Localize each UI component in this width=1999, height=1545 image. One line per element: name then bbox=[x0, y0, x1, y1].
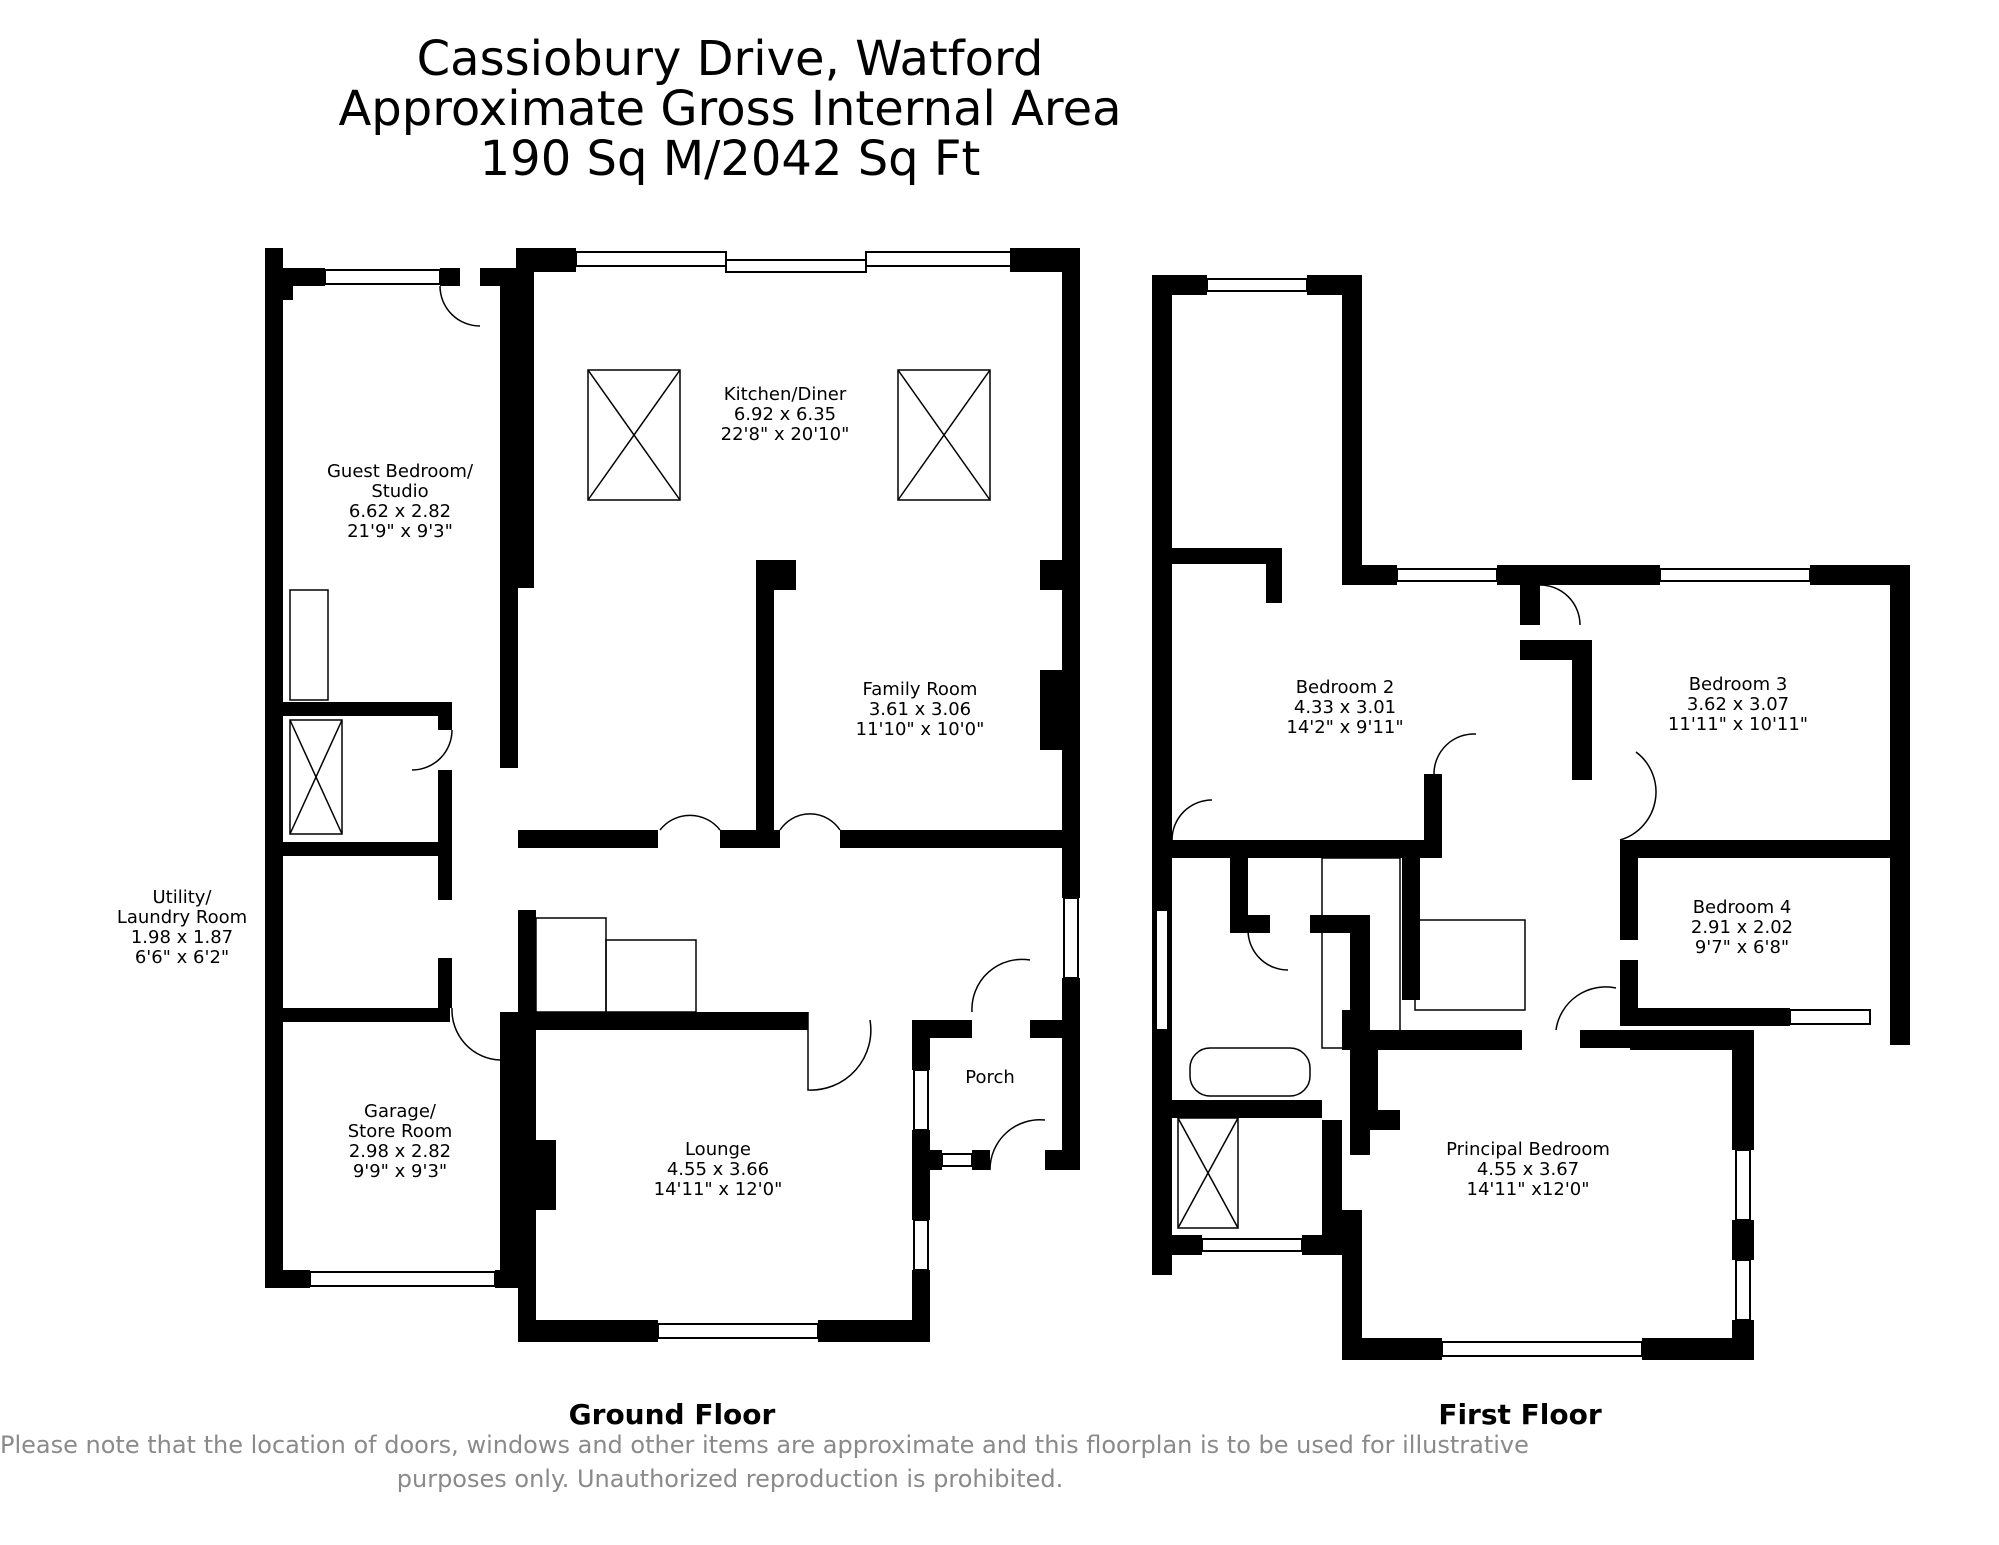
room-label-guest-bedroom: Guest Bedroom/ Studio 6.62 x 2.82 21'9" … bbox=[327, 462, 473, 542]
floor-label-ground: Ground Floor bbox=[568, 1398, 776, 1431]
room-dimensions-metric: 6.62 x 2.82 bbox=[348, 501, 452, 522]
room-name: Garage/ bbox=[364, 1101, 436, 1122]
room-name: Laundry Room bbox=[116, 907, 248, 928]
room-name: Principal Bedroom bbox=[1446, 1139, 1610, 1160]
room-label-bedroom-3: Bedroom 3 3.62 x 3.07 11'11" x 10'11" bbox=[1668, 675, 1808, 735]
room-dimensions-metric: 4.55 x 3.67 bbox=[1476, 1159, 1580, 1180]
room-label-kitchen-diner: Kitchen/Diner 6.92 x 6.35 22'8" x 20'10" bbox=[721, 385, 850, 445]
room-label-principal-bedroom: Principal Bedroom 4.55 x 3.67 14'11" x12… bbox=[1446, 1140, 1610, 1200]
disclaimer-line-2: purposes only. Unauthorized reproduction… bbox=[396, 1465, 1064, 1493]
room-dimensions-imperial: 14'11" x 12'0" bbox=[653, 1179, 783, 1200]
plan-title: Cassiobury Drive, Watford Approximate Gr… bbox=[0, 34, 1460, 184]
room-label-lounge: Lounge 4.55 x 3.66 14'11" x 12'0" bbox=[654, 1140, 783, 1200]
floor-label-first: First Floor bbox=[1438, 1398, 1602, 1431]
room-dimensions-imperial: 14'2" x 9'11" bbox=[1286, 717, 1404, 738]
room-label-bedroom-2: Bedroom 2 4.33 x 3.01 14'2" x 9'11" bbox=[1286, 678, 1403, 738]
room-name: Lounge bbox=[684, 1139, 752, 1160]
room-name: Bedroom 4 bbox=[1692, 897, 1792, 918]
room-label-garage: Garage/ Store Room 2.98 x 2.82 9'9" x 9'… bbox=[348, 1102, 453, 1182]
room-label-family-room: Family Room 3.61 x 3.06 11'10" x 10'0" bbox=[856, 680, 985, 740]
title-address: Cassiobury Drive, Watford bbox=[416, 31, 1044, 87]
room-label-bedroom-4: Bedroom 4 2.91 x 2.02 9'7" x 6'8" bbox=[1691, 898, 1793, 958]
room-dimensions-metric: 1.98 x 1.87 bbox=[130, 927, 234, 948]
room-dimensions-imperial: 14'11" x12'0" bbox=[1466, 1179, 1590, 1200]
room-dimensions-imperial: 22'8" x 20'10" bbox=[720, 424, 850, 445]
room-dimensions-metric: 2.91 x 2.02 bbox=[1690, 917, 1794, 938]
room-dimensions-imperial: 11'10" x 10'0" bbox=[855, 719, 985, 740]
ground-floor-plan bbox=[265, 248, 1080, 1342]
room-name: Family Room bbox=[862, 679, 978, 700]
room-name: Bedroom 3 bbox=[1688, 674, 1788, 695]
room-dimensions-imperial: 11'11" x 10'11" bbox=[1667, 714, 1809, 735]
room-dimensions-metric: 4.55 x 3.66 bbox=[666, 1159, 770, 1180]
title-area-value: 190 Sq M/2042 Sq Ft bbox=[479, 131, 981, 187]
room-name: Store Room bbox=[347, 1121, 453, 1142]
room-name: Studio bbox=[371, 481, 429, 502]
title-area-label: Approximate Gross Internal Area bbox=[338, 81, 1122, 137]
room-label-utility: Utility/ Laundry Room 1.98 x 1.87 6'6" x… bbox=[117, 888, 247, 968]
room-dimensions-imperial: 6'6" x 6'2" bbox=[134, 947, 230, 968]
room-dimensions-metric: 6.92 x 6.35 bbox=[733, 404, 837, 425]
room-dimensions-imperial: 9'9" x 9'3" bbox=[352, 1161, 448, 1182]
room-label-porch: Porch bbox=[965, 1068, 1015, 1088]
room-dimensions-metric: 3.62 x 3.07 bbox=[1686, 694, 1790, 715]
room-name: Guest Bedroom/ bbox=[326, 461, 474, 482]
room-dimensions-imperial: 9'7" x 6'8" bbox=[1694, 937, 1790, 958]
room-dimensions-metric: 3.61 x 3.06 bbox=[868, 699, 972, 720]
room-name: Kitchen/Diner bbox=[723, 384, 847, 405]
room-name: Bedroom 2 bbox=[1295, 677, 1395, 698]
first-floor-plan bbox=[1152, 275, 1910, 1360]
room-dimensions-imperial: 21'9" x 9'3" bbox=[347, 521, 453, 542]
disclaimer-line-1: Please note that the location of doors, … bbox=[0, 1431, 1529, 1459]
room-name: Porch bbox=[965, 1067, 1015, 1088]
room-dimensions-metric: 2.98 x 2.82 bbox=[348, 1141, 452, 1162]
disclaimer: Please note that the location of doors, … bbox=[0, 1428, 1529, 1496]
room-dimensions-metric: 4.33 x 3.01 bbox=[1293, 697, 1397, 718]
room-name: Utility/ bbox=[152, 887, 212, 908]
